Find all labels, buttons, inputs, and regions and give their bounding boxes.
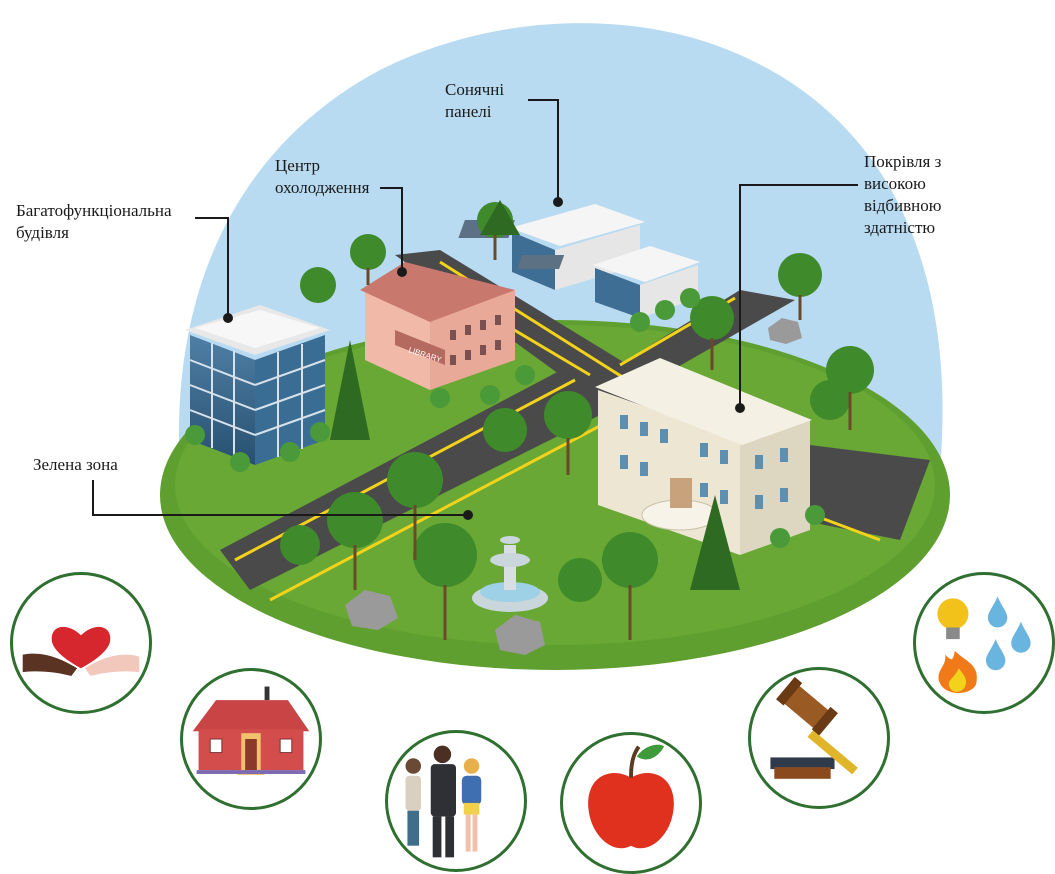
people-group-icon	[385, 730, 527, 872]
house-icon	[180, 668, 322, 810]
gavel-icon	[748, 667, 890, 809]
label-reflective-roof: Покрівля з високою відбивною здатністю	[864, 152, 942, 237]
lightbulb-water-fire-icon	[913, 572, 1055, 714]
callout-lines	[92, 99, 858, 516]
label-cooling-centre: Центр охолодження	[275, 156, 370, 197]
caring-hands-heart-icon	[10, 572, 152, 714]
rocks	[345, 318, 802, 655]
apple-icon	[560, 732, 702, 874]
solar-buildings	[458, 204, 700, 318]
trees	[185, 200, 874, 640]
reflective-roof-building	[595, 358, 812, 555]
label-multifunctional-building: Багатофункціональна будівля	[16, 201, 172, 242]
label-solar-panels: Сонячні панелі	[445, 80, 505, 121]
label-green-zone: Зелена зона	[33, 455, 118, 474]
library-building: LIBRARY	[360, 262, 515, 390]
fountain	[472, 536, 548, 612]
multifunctional-building	[185, 305, 330, 465]
